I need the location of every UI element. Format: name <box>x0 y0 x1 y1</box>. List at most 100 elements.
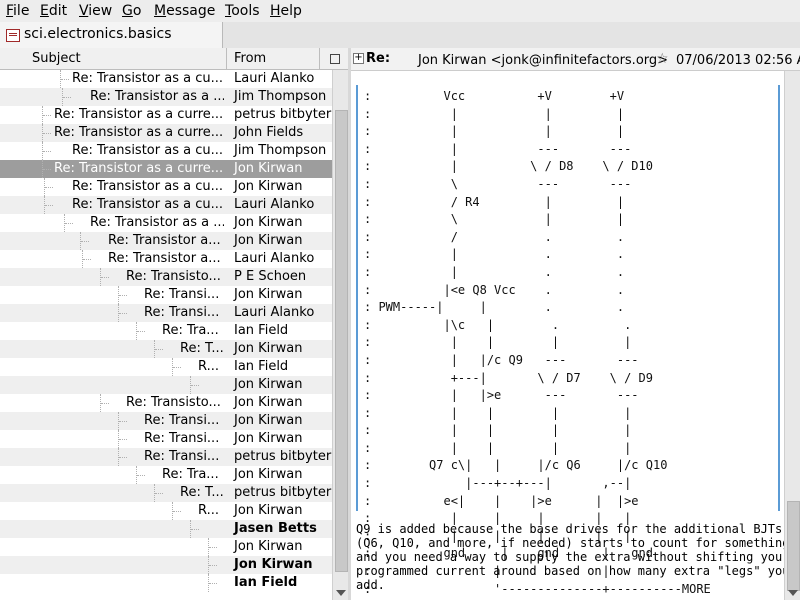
row-subject: Re: T... <box>180 485 224 500</box>
thread-tree-line <box>118 430 127 448</box>
menu-item[interactable]: Message <box>154 3 215 19</box>
row-subject: Re: Transistor as a cu... <box>72 143 223 158</box>
message-from[interactable]: Jon Kirwan <jonk@infinitefactors.org> <box>418 53 669 68</box>
thread-tree-line <box>80 232 89 250</box>
table-row[interactable]: Re: Transi...petrus bitbyter <box>0 448 332 466</box>
table-row[interactable]: Re: Transi...Jon Kirwan <box>0 286 332 304</box>
quote-block <box>356 85 780 511</box>
row-from: Jim Thompson <box>234 143 327 158</box>
thread-tree-line <box>42 106 51 124</box>
star-icon[interactable]: ☆ <box>656 51 669 67</box>
menu-label: o <box>132 3 142 19</box>
thread-tree-line <box>118 448 127 466</box>
thread-column-header: Subject From <box>0 48 348 70</box>
menu-item[interactable]: View <box>79 3 112 19</box>
menu-label: dit <box>48 3 68 19</box>
table-row[interactable]: Ian Field <box>0 574 332 592</box>
table-row[interactable]: Re: Tra...Ian Field <box>0 322 332 340</box>
table-row[interactable]: Re: Transistor as a curre...John Fields <box>0 124 332 142</box>
row-from: petrus bitbyter <box>234 485 332 500</box>
row-from: P E Schoen <box>234 269 307 284</box>
thread-tree-line <box>42 160 51 178</box>
pane-splitter[interactable] <box>348 48 351 600</box>
menu-item[interactable]: File <box>6 3 29 19</box>
row-subject: R... <box>198 359 219 374</box>
table-row[interactable]: Re: Transistor as a curre... Jon Kirwan <box>0 160 332 178</box>
row-from: Jon Kirwan <box>234 413 303 428</box>
menu-mnemonic: H <box>270 3 281 19</box>
row-from: Lauri Alanko <box>234 197 315 212</box>
table-row[interactable]: R...Jon Kirwan <box>0 502 332 520</box>
scroll-down-icon[interactable] <box>788 590 798 596</box>
table-row[interactable]: Jon Kirwan <box>0 376 332 394</box>
row-from: Jon Kirwan <box>234 467 303 482</box>
table-row[interactable]: Jon Kirwan <box>0 556 332 574</box>
message-scrollbar-thumb[interactable] <box>787 501 800 591</box>
menu-mnemonic: V <box>79 3 89 19</box>
row-subject: Re: Transistor as a curre... <box>54 107 224 122</box>
menu-label: iew <box>88 3 113 19</box>
column-from[interactable]: From <box>227 48 320 69</box>
table-row[interactable]: Re: T...Jon Kirwan <box>0 340 332 358</box>
table-row[interactable]: Re: Transi... Jon Kirwan <box>0 412 332 430</box>
table-row[interactable]: Re: Transisto...P E Schoen <box>0 268 332 286</box>
row-subject: Re: Transistor a... <box>108 233 221 248</box>
tab-bar: sci.electronics.basics ▾ <box>0 22 800 63</box>
table-row[interactable]: R...Ian Field <box>0 358 332 376</box>
table-row[interactable]: Re: Transistor as a cu...Jon Kirwan <box>0 178 332 196</box>
table-row[interactable]: Re: Transistor a...Lauri Alanko <box>0 250 332 268</box>
scroll-down-icon[interactable] <box>336 590 346 596</box>
tab-newsgroup[interactable]: sci.electronics.basics <box>0 22 223 48</box>
table-row[interactable]: Re: Transistor as a ...Jim Thompson <box>0 88 332 106</box>
table-row[interactable]: Re: Transistor as a curre... petrus bitby… <box>0 106 332 124</box>
tab-label: sci.electronics.basics <box>24 26 172 42</box>
message-scrollbar[interactable] <box>784 71 800 600</box>
row-from: petrus bitbyter <box>234 107 332 122</box>
menu-mnemonic: M <box>154 3 167 19</box>
thread-tree-line <box>154 340 163 358</box>
row-from: petrus bitbyter <box>234 449 332 464</box>
row-from: Jon Kirwan <box>234 215 303 230</box>
row-from: Jon Kirwan <box>234 503 303 518</box>
row-subject: Re: Transistor as a cu... <box>72 179 223 194</box>
table-row[interactable]: Re: Transisto...Jon Kirwan <box>0 394 332 412</box>
row-subject: Re: Transistor as a ... <box>90 215 224 230</box>
menu-item[interactable]: Tools <box>225 3 260 19</box>
menu-item[interactable]: Help <box>270 3 302 19</box>
table-row[interactable]: Jasen Betts <box>0 520 332 538</box>
row-subject: Re: Transistor as a curre... <box>54 161 224 176</box>
row-subject: Re: Transi... <box>144 431 220 446</box>
thread-tree-line <box>118 304 127 322</box>
table-row[interactable]: Re: Transi...Jon Kirwan <box>0 430 332 448</box>
thread-scrollbar-thumb[interactable] <box>335 110 348 572</box>
table-row[interactable]: Jon Kirwan <box>0 538 332 556</box>
table-row[interactable]: Re: Tra...Jon Kirwan <box>0 466 332 484</box>
table-row[interactable]: Re: Transistor as a cu...Lauri Alanko <box>0 196 332 214</box>
table-row[interactable]: Re: Transistor as a cu... Jim Thompson <box>0 142 332 160</box>
thread-tree-line <box>190 376 199 394</box>
column-subject[interactable]: Subject <box>0 48 227 69</box>
expand-header-icon[interactable]: + <box>353 52 364 64</box>
table-row[interactable]: Re: Transistor a... Jon Kirwan <box>0 232 332 250</box>
thread-tree-line <box>172 358 181 376</box>
table-row[interactable]: Re: Transistor as a cu...Lauri Alanko <box>0 70 332 88</box>
table-row[interactable]: Re: Transi...Lauri Alanko <box>0 304 332 322</box>
row-subject: Re: Transi... <box>144 413 220 428</box>
row-from: Jon Kirwan <box>234 161 303 176</box>
menu-item[interactable]: Edit <box>40 3 67 19</box>
column-picker-icon[interactable] <box>320 48 348 69</box>
menu-mnemonic: T <box>225 3 232 19</box>
table-row[interactable]: Re: Transistor as a ... Jon Kirwan <box>0 214 332 232</box>
row-from: Ian Field <box>234 323 289 338</box>
thread-scrollbar[interactable] <box>332 70 349 600</box>
menu-item[interactable]: Go <box>122 3 141 19</box>
message-header: + Re: Jon Kirwan <jonk@infinitefactors.o… <box>351 48 800 71</box>
row-from: Jon Kirwan <box>234 233 303 248</box>
thread-tree-line <box>64 214 73 232</box>
table-row[interactable]: Re: T... petrus bitbyter <box>0 484 332 502</box>
row-from: Jim Thompson <box>234 89 327 104</box>
thread-tree-line <box>100 268 109 286</box>
column-subject-label: Subject <box>32 51 81 66</box>
row-from: Lauri Alanko <box>234 251 315 266</box>
